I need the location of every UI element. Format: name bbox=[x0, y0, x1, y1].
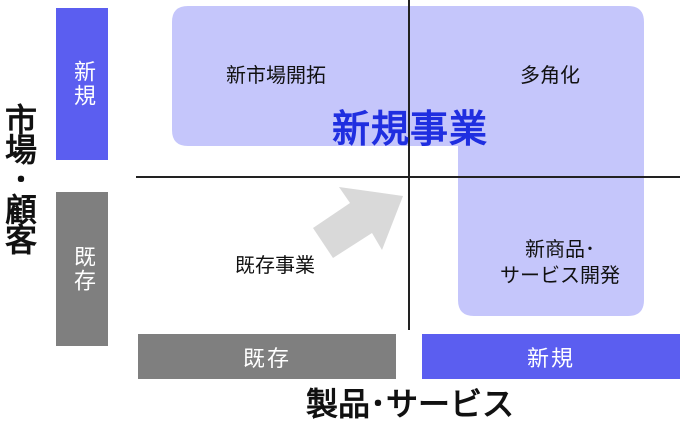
vertical-band-existing: 既存 bbox=[56, 192, 108, 346]
quadrant-label-diversification: 多角化 bbox=[520, 63, 580, 87]
quadrant-label-new-market: 新市場開拓 bbox=[226, 63, 326, 87]
horizontal-axis-title: 製品･サービス bbox=[305, 385, 514, 423]
quadrant-label-new-product: 新商品･ サービス開発 bbox=[470, 236, 650, 288]
new-business-label: 新規事業 bbox=[331, 107, 488, 151]
quadrant-label-new-product-line1: 新商品･ bbox=[525, 237, 595, 261]
quadrant-label-new-product-line2: サービス開発 bbox=[500, 263, 620, 287]
horizontal-band-new: 新規 bbox=[422, 334, 680, 379]
vertical-band-new: 新規 bbox=[56, 8, 108, 160]
quadrant-vertical-divider bbox=[408, 0, 410, 330]
quadrant-horizontal-divider bbox=[136, 176, 680, 178]
vertical-axis-title: 市場･顧客 bbox=[0, 103, 38, 253]
horizontal-band-existing: 既存 bbox=[138, 334, 396, 379]
quadrant-label-existing-business: 既存事業 bbox=[235, 253, 315, 277]
